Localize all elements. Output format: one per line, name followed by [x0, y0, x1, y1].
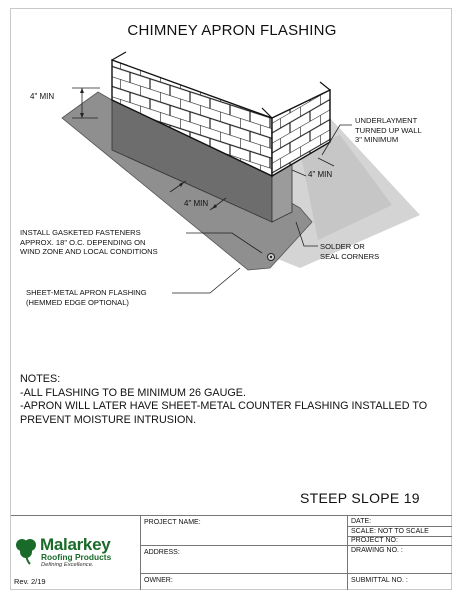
- note-line: -ALL FLASHING TO BE MINIMUM 26 GAUGE.: [20, 386, 246, 399]
- date-label: DATE:: [351, 518, 372, 525]
- drawing-sheet-border: [10, 8, 452, 590]
- notes-heading: NOTES:: [20, 373, 61, 385]
- logo-brand: Malarkey: [40, 535, 111, 554]
- callout-apron: SHEET-METAL APRON FLASHING (HEMMED EDGE …: [26, 288, 147, 307]
- project-no-label: PROJECT NO:: [351, 537, 398, 544]
- dimension-side: 4" MIN: [308, 170, 333, 179]
- callout-solder: SOLDER OR SEAL CORNERS: [320, 242, 380, 261]
- notes-section: NOTES: -ALL FLASHING TO BE MINIMUM 26 GA…: [20, 373, 450, 427]
- note-line: PREVENT MOISTURE INTRUSION.: [20, 413, 197, 426]
- project-name-label: PROJECT NAME:: [144, 519, 201, 526]
- dimension-left-height: 4" MIN: [30, 92, 55, 101]
- chimney-apron-drawing: [61, 51, 420, 294]
- logo-sub: Roofing Products: [41, 552, 112, 562]
- callout-underlayment: UNDERLAYMENT TURNED UP WALL 3" MINIMUM: [355, 116, 422, 145]
- underlayment-strip: [300, 135, 392, 240]
- owner-label: OWNER:: [144, 577, 173, 584]
- shamrock-icon: [16, 539, 36, 565]
- dimension-front-extension: 4" MIN: [184, 199, 209, 208]
- submittal-no-label: SUBMITTAL NO. :: [351, 577, 408, 584]
- title-block: PROJECT NAME: ADDRESS: OWNER: DATE: SCAL…: [11, 515, 452, 590]
- revision-label: Rev. 2/19: [14, 577, 46, 586]
- logo-tagline: Defining Excellence.: [41, 562, 94, 568]
- note-line: -APRON WILL LATER HAVE SHEET-METAL COUNT…: [20, 400, 428, 412]
- address-label: ADDRESS:: [144, 549, 180, 556]
- drawing-no-label: DRAWING NO. :: [351, 547, 403, 554]
- sheet-id: STEEP SLOPE 19: [300, 490, 420, 506]
- malarkey-logo: Malarkey Roofing Products Defining Excel…: [14, 535, 139, 575]
- scale-label: SCALE: NOT TO SCALE: [351, 528, 429, 535]
- callout-fasteners: INSTALL GASKETED FASTENERS APPROX. 18" O…: [20, 228, 158, 257]
- drawing-title: CHIMNEY APRON FLASHING: [127, 22, 337, 39]
